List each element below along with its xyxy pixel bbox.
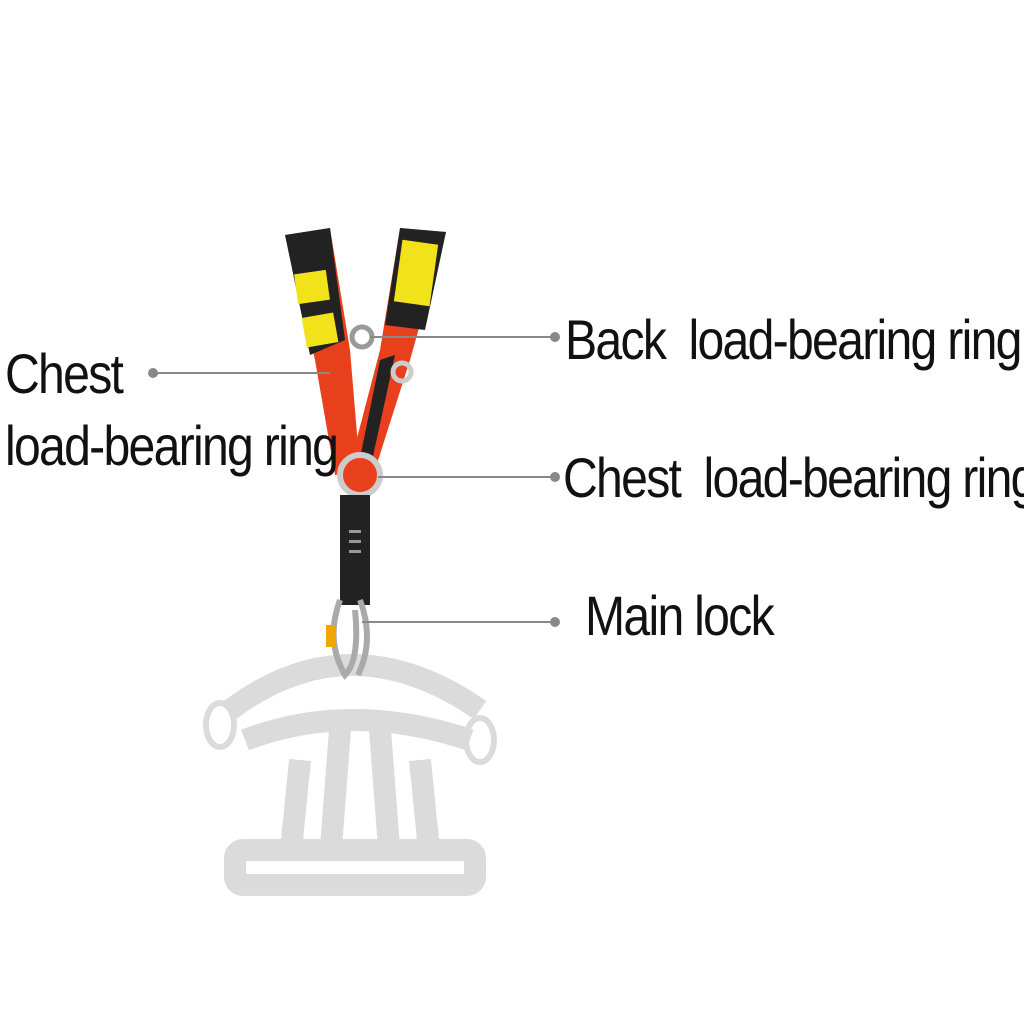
leader-dots (148, 332, 560, 627)
label-main-lock: Main lock (585, 584, 775, 647)
back-ring (349, 324, 375, 350)
left-shoulder-strap (285, 228, 360, 475)
main-lock-carabiner (326, 598, 371, 680)
right-shoulder-strap (350, 228, 446, 470)
leader-lines (153, 336, 555, 623)
label-chest-left-line2: load-bearing ring (5, 414, 339, 477)
label-chest-right: Chest load-bearing ring (563, 446, 1024, 509)
label-chest-left-line1: Chest (5, 342, 124, 405)
side-ring (390, 360, 414, 384)
faded-waist-belt (203, 654, 497, 896)
label-back-ring: Back load-bearing ring (565, 308, 1022, 371)
chest-ring (337, 452, 383, 498)
